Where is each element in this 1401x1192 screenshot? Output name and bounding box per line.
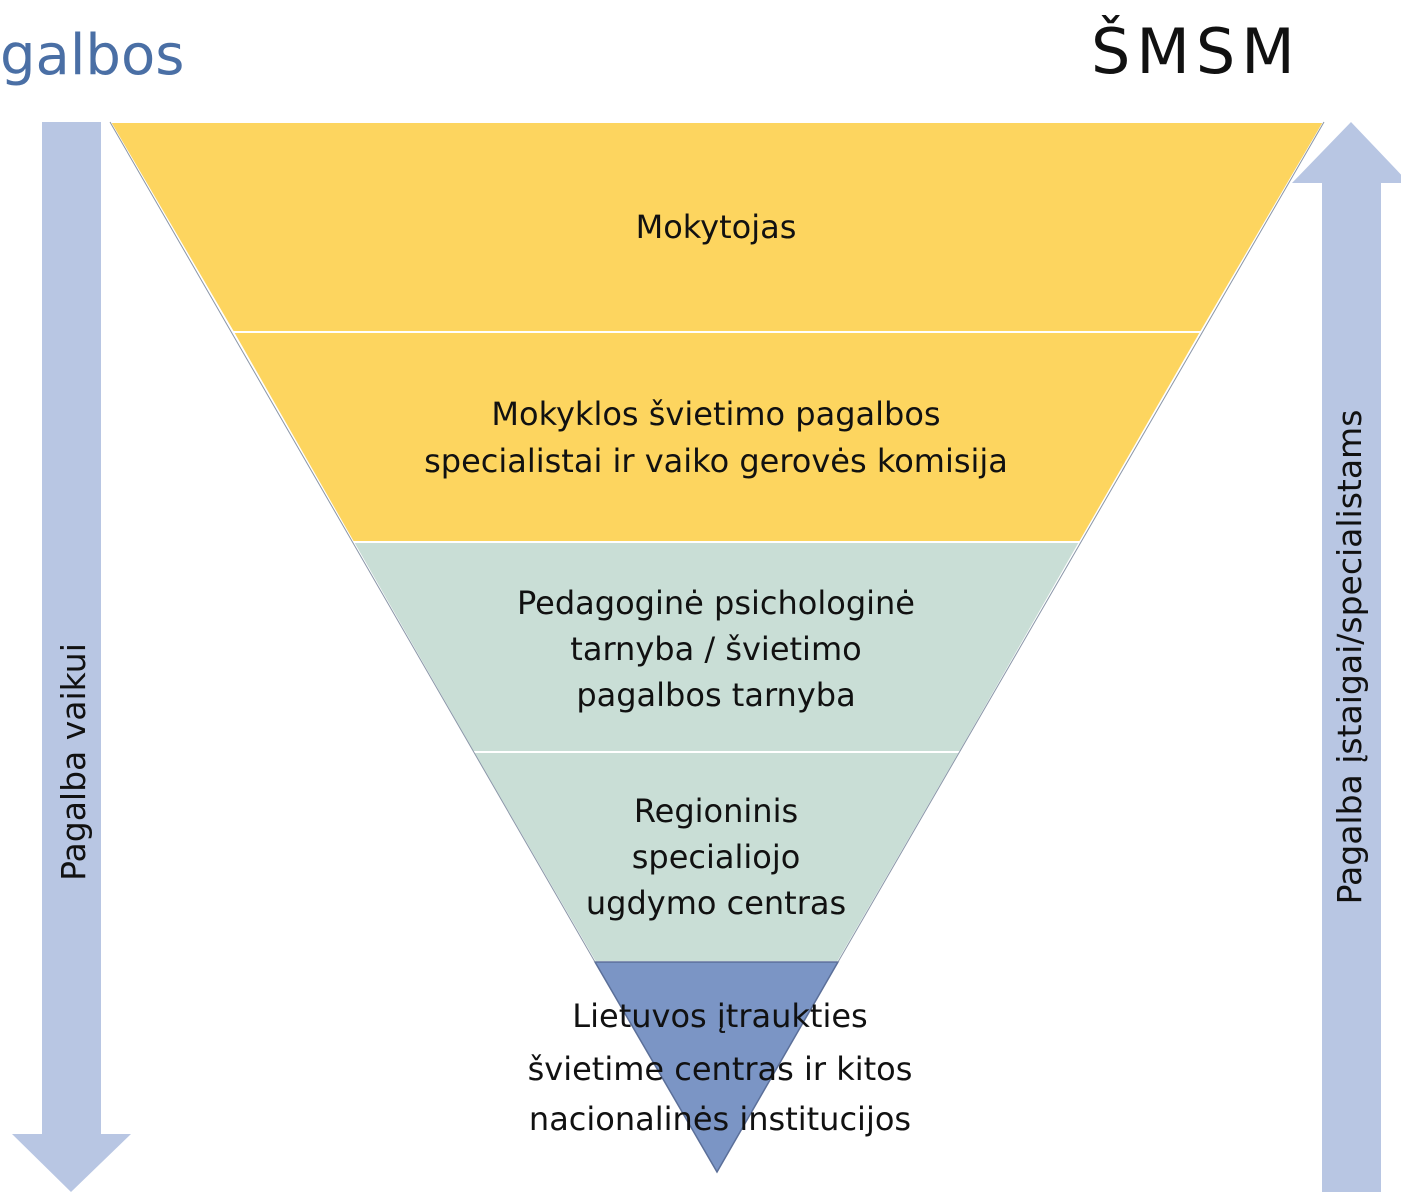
level-4-label-line-3: ugdymo centras xyxy=(586,884,846,922)
level-3-label-line-3: pagalbos tarnyba xyxy=(576,676,855,714)
help-to-child-label: Pagalba vaikui xyxy=(54,643,93,881)
level-3-label-line-2: tarnyba / švietimo xyxy=(570,630,861,668)
smsm-logo: ŠMSM xyxy=(1091,15,1301,88)
help-to-child-arrow: Pagalba vaikui xyxy=(12,122,131,1192)
level-3-label-line-1: Pedagoginė psichologinė xyxy=(517,584,915,622)
pyramid-right-edge xyxy=(837,121,1325,963)
help-to-institution-arrow: Pagalba įstaigai/specialistams xyxy=(1292,122,1401,1192)
pyramid-level-2 xyxy=(231,331,1203,543)
level-2-label-line-2: specialistai ir vaiko gerovės komisija xyxy=(424,442,1008,480)
pyramid-left-edge xyxy=(109,121,596,963)
level-5-label-line-3: nacionalinės institucijos xyxy=(529,1100,911,1138)
level-4-label-line-2: specialiojo xyxy=(632,838,801,876)
down-arrow-icon xyxy=(12,122,131,1192)
help-to-institution-label: Pagalba įstaigai/specialistams xyxy=(1330,410,1369,905)
level-1-label-line-1: Mokytojas xyxy=(636,208,797,246)
slide-title: galbos xyxy=(0,23,184,88)
level-5-label-line-2: švietime centras ir kitos xyxy=(528,1050,913,1088)
level-labels: Mokytojas Mokyklos švietimo pagalbos spe… xyxy=(424,208,1008,1138)
pyramid-level-5 xyxy=(593,961,840,1174)
pyramid xyxy=(108,121,1326,1174)
level-5-label-line-1: Lietuvos įtraukties xyxy=(572,997,867,1035)
level-4-label-line-1: Regioninis xyxy=(634,792,798,830)
level-2-label-line-1: Mokyklos švietimo pagalbos xyxy=(491,395,940,433)
up-arrow-icon xyxy=(1292,122,1401,1192)
